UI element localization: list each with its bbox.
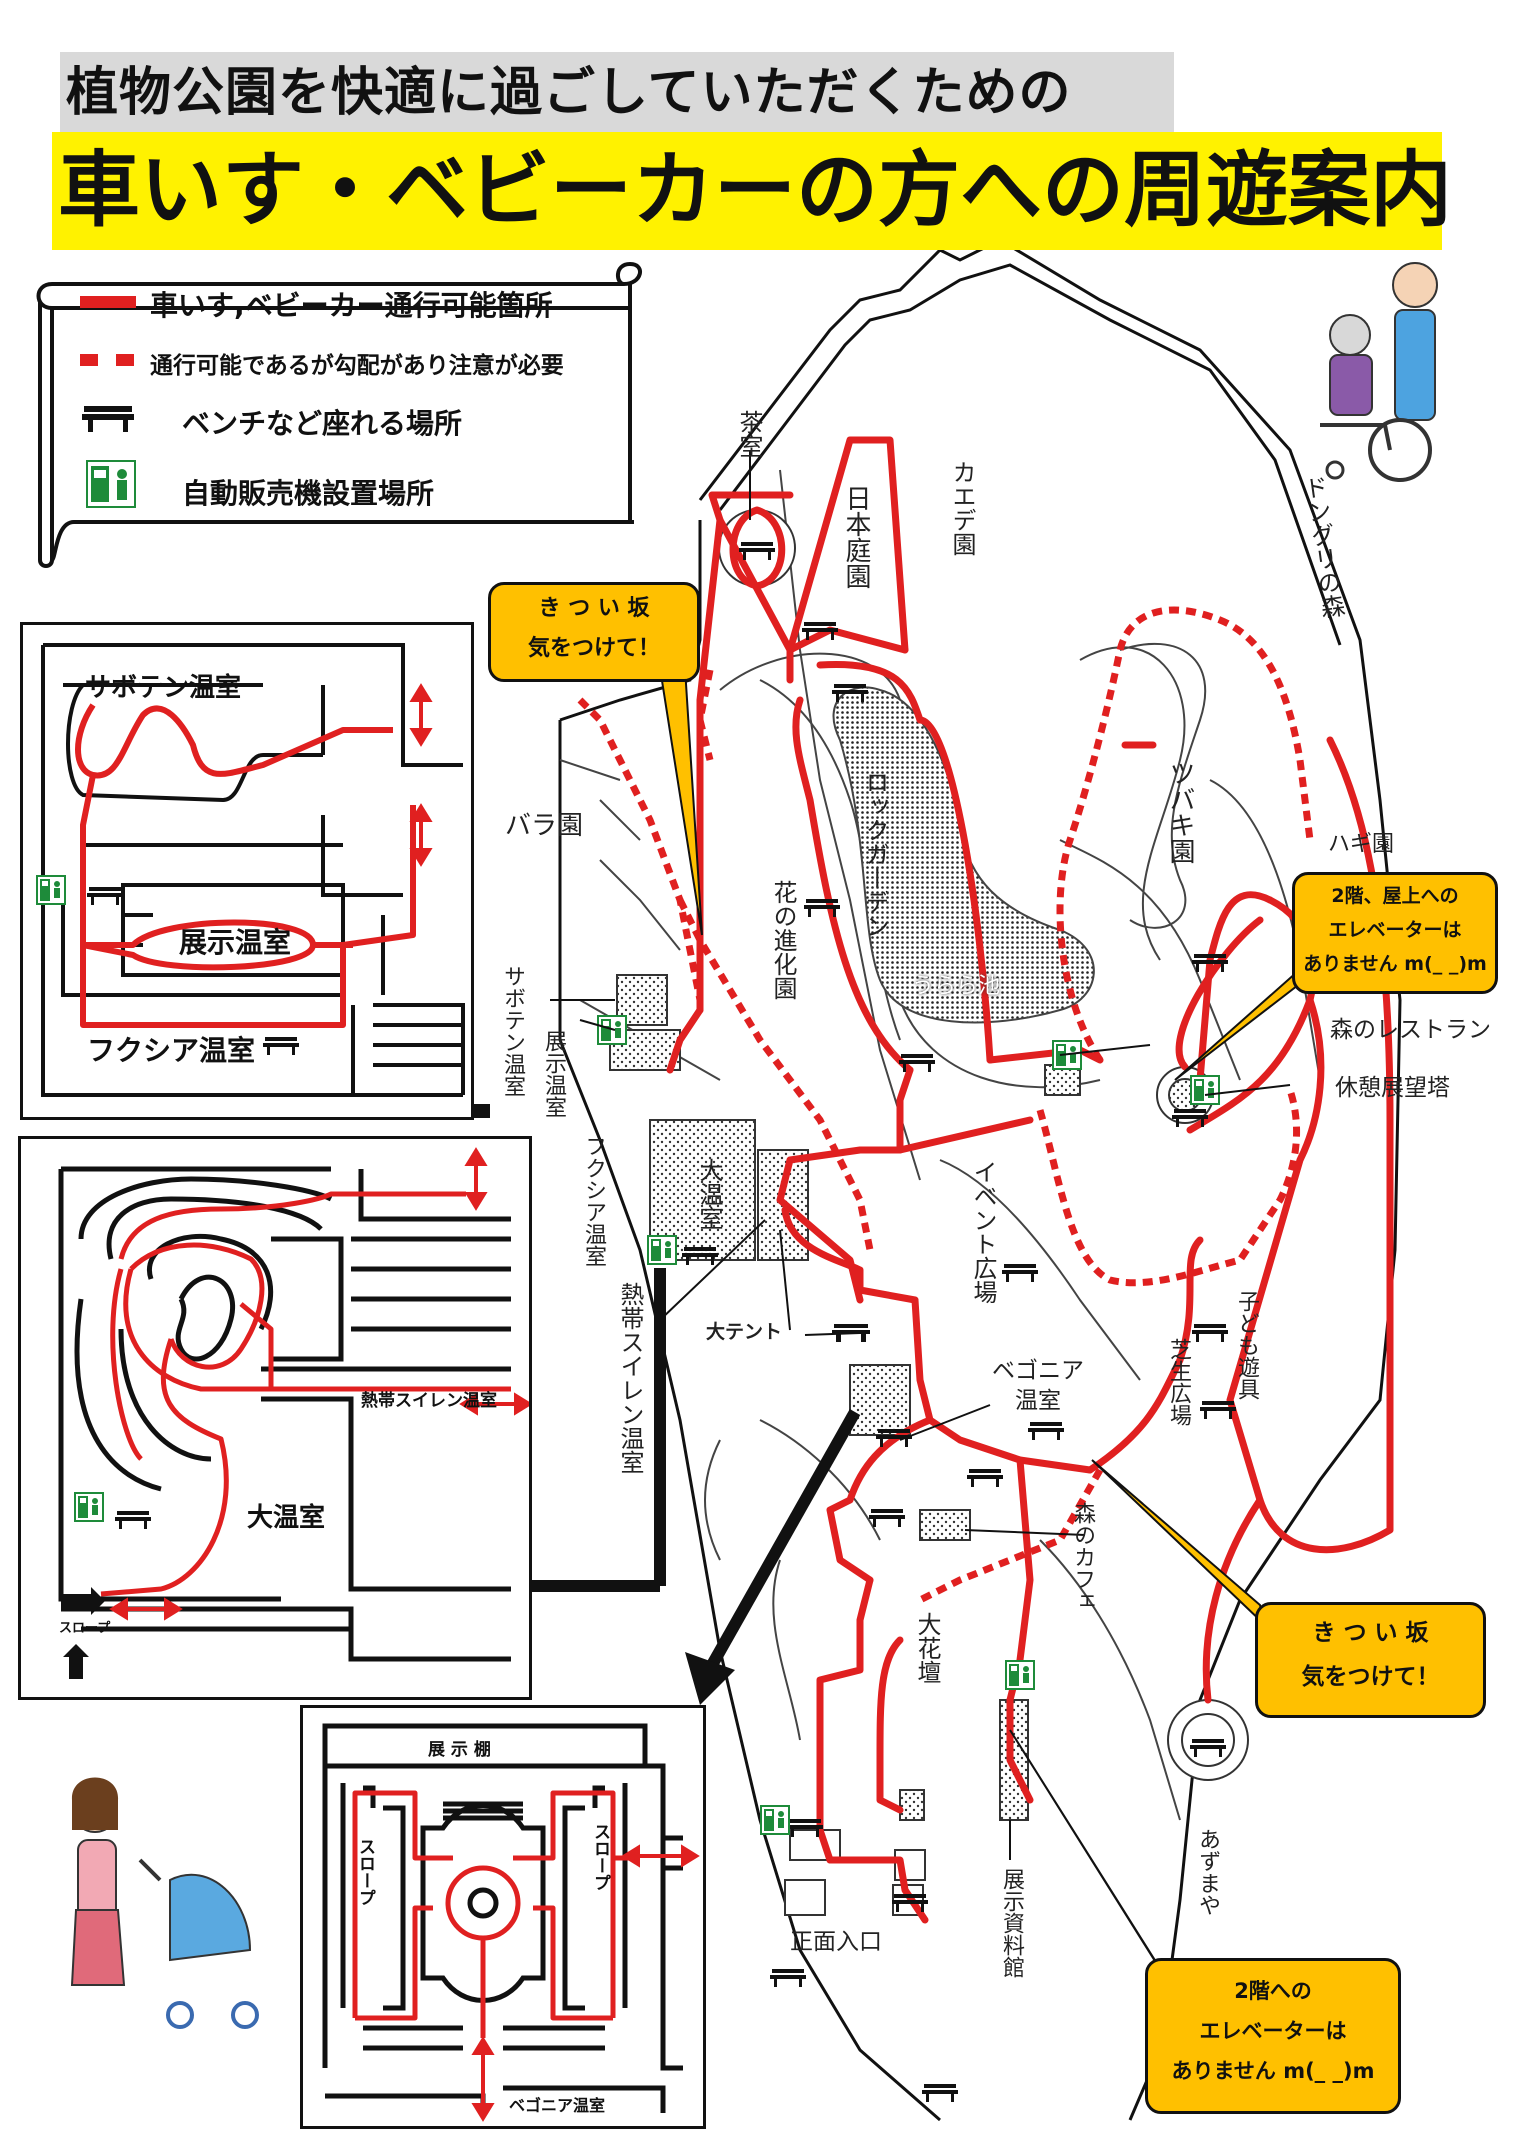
label-kaede-en: カエデ園	[948, 460, 976, 556]
legend-label-vending: 自動販売機設置場所	[182, 477, 435, 510]
inset3-label-begonia-onshitsu: ベゴニア温室	[509, 2096, 606, 2115]
inset3-label-slope-right: スロープ	[590, 1823, 610, 1891]
park-boundary	[558, 238, 1402, 2122]
steep-slope-callout-2-line2: 気をつけて！	[1301, 1664, 1440, 1690]
vending-machine-icon	[86, 460, 136, 508]
label-saboten-onshitsu: サボテン温室	[500, 965, 525, 1097]
label-shoumen-iriguchi: 正面入口	[790, 1929, 882, 1955]
inset2-label-nettai-suiren-onshitsu: 熱帯スイレン温室	[361, 1391, 497, 1411]
label-daikadan: 大花壇	[913, 1612, 941, 1684]
label-nettai-suiren-onshitsu: 熱帯スイレン温室	[616, 1282, 644, 1474]
steep-slope-callout-1: き つ い 坂 気をつけて！	[488, 582, 700, 682]
legend-label-bench: ベンチなど座れる場所	[182, 407, 463, 440]
inset1-label-fukushia-onshitsu: フクシア温室	[87, 1034, 256, 1067]
dashed-red-line-icon	[80, 354, 134, 366]
inset-begonia-floorplan	[322, 1723, 700, 2122]
page-title-line1: 植物公園を快適に過ごしていただくための	[60, 52, 1174, 134]
elevator-callout-2-line1: 2階への	[1234, 1979, 1312, 2003]
label-bara-en: バラ園	[505, 811, 584, 841]
label-tsubaki-en: ツバキ園	[1165, 760, 1195, 864]
legend-label-accessible: 車いす,ベビーカー通行可能箇所	[150, 289, 553, 322]
legend-scroll-frame	[36, 262, 642, 568]
label-nihon-teien: 日本庭園	[841, 485, 871, 589]
inset-dai-onshitsu: 熱帯スイレン温室 大温室 スロープ	[18, 1136, 532, 1700]
steep-slope-callout-2: き つ い 坂 気をつけて！	[1255, 1602, 1486, 1718]
label-shibafu-hiroba: 芝生広場	[1166, 1338, 1191, 1426]
inset1-label-saboten-onshitsu: サボテン温室	[85, 673, 242, 703]
elevator-callout-1-line3: ありません m(_ _)m	[1303, 953, 1487, 975]
label-begonia-onshitsu: ベゴニア温室	[992, 1358, 1084, 1414]
elevator-callout-1-line1: 2階、屋上への	[1331, 885, 1459, 907]
inset3-label-tenji-dana: 展 示 棚	[428, 1740, 491, 1760]
inset2-label-slope: スロープ	[59, 1621, 111, 1636]
steep-slope-callout-1-line1: き つ い 坂	[538, 596, 650, 621]
elevator-callout-2-line3: ありません m(_ _)m	[1171, 2059, 1375, 2083]
solid-red-line-icon	[80, 296, 136, 308]
label-tenji-shiryoukan: 展示資料館	[999, 1868, 1024, 1978]
label-pointer-lines	[550, 450, 1291, 1860]
label-mori-no-restaurant: 森のレストラン	[1330, 1017, 1491, 1043]
inset1-label-tenji-onshitsu: 展示温室	[179, 926, 292, 959]
label-mori-no-cafe: 森のカフェ	[1070, 1502, 1095, 1612]
label-tenji-onshitsu: 展示温室	[541, 1030, 566, 1118]
label-hagi-en: ハギ園	[1328, 832, 1395, 857]
label-dai-onshitsu: 大温室	[695, 1158, 723, 1230]
elevator-callout-1: 2階、屋上への エレベーターは ありません m(_ _)m	[1292, 872, 1498, 994]
inset-saboten-tenji-fukushia: サボテン温室 展示温室 フクシア温室	[20, 622, 474, 1120]
bench-icon	[82, 406, 134, 432]
elevator-callout-2-line2: エレベーターは	[1199, 2019, 1347, 2043]
label-kodomo-yuuguu: 子ども遊具	[1234, 1290, 1259, 1400]
label-azumaya: あずまや	[1195, 1828, 1220, 1916]
label-urara-ike: うらら池	[912, 974, 1001, 999]
callout-tails	[658, 667, 1318, 2001]
slope-routes	[577, 606, 1314, 1604]
elevator-callout-1-line2: エレベーターは	[1328, 919, 1462, 941]
steep-slope-callout-1-line2: 気をつけて！	[527, 636, 660, 661]
label-event-hiroba: イベント広場	[969, 1160, 997, 1304]
wheelchair-illustration	[1320, 262, 1438, 482]
elevator-callout-2: 2階への エレベーターは ありません m(_ _)m	[1145, 1958, 1401, 2114]
legend: 車いす,ベビーカー通行可能箇所 通行可能であるが勾配があり注意が必要 ベンチなど…	[34, 262, 650, 568]
inset2-label-dai-onshitsu: 大温室	[247, 1503, 326, 1533]
page-title-line2: 車いす・ベビーカーの方への周遊案内	[52, 132, 1452, 250]
steep-slope-callout-2-line1: き つ い 坂	[1312, 1620, 1429, 1646]
label-fukushia-onshitsu: フクシア温室	[581, 1135, 606, 1267]
label-chashitsu: 茶室	[735, 410, 763, 458]
label-rock-garden: ロックガーデン	[861, 770, 889, 938]
inset3-label-slope-left: スロープ	[355, 1838, 375, 1906]
tsubaki-area	[1119, 642, 1207, 929]
inset-begonia-onshitsu: 展 示 棚 スロープ スロープ ベゴニア温室	[300, 1705, 706, 2129]
stroller-illustration	[70, 1777, 259, 2029]
label-kyukei-tenbotou: 休憩展望塔	[1335, 1075, 1450, 1101]
legend-label-slope: 通行可能であるが勾配があり注意が必要	[150, 353, 564, 379]
inset-saboten-floorplan	[36, 643, 465, 1097]
inset-dai-onshitsu-floorplan	[58, 1147, 529, 1679]
label-hana-no-shinka-en: 花の進化園	[769, 880, 797, 1000]
label-dai-tent: 大テント	[706, 1321, 783, 1343]
